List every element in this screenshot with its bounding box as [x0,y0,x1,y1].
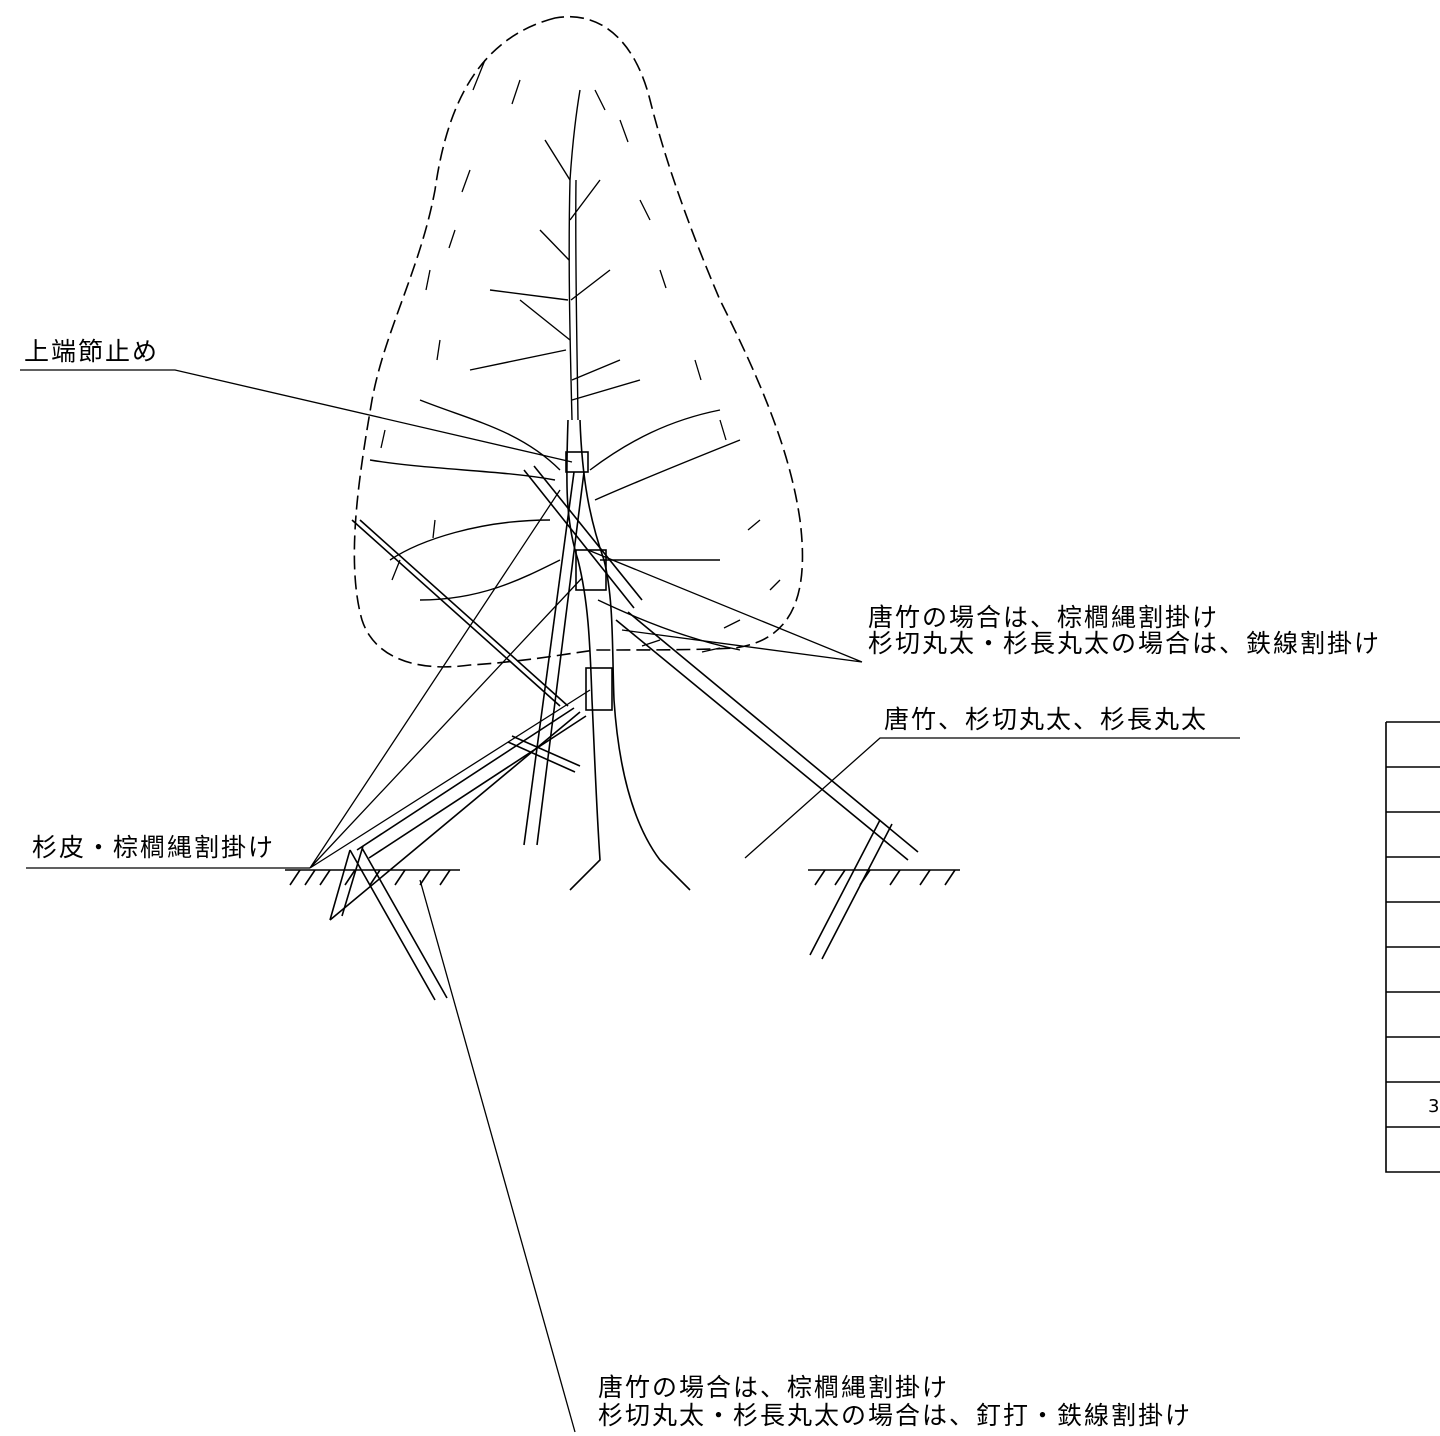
tree-trunk [566,419,691,891]
ground-right [808,869,960,886]
spec-table [1385,721,1440,1173]
binding-wraps [565,451,613,711]
label-sugi-bark: 杉皮・棕櫚縄割掛け [32,833,275,862]
support-pole-crossing [351,465,643,707]
label-top-knot: 上端節止め [24,337,159,366]
label-binding-line1: 唐竹の場合は、棕櫚縄割掛け [868,603,1219,632]
ground-left [285,869,460,886]
support-pole-right [615,611,919,861]
canopy-inner-strokes [380,59,781,653]
support-pole-left [329,707,587,921]
leader-lines [20,369,1240,1433]
label-bottom-line1: 唐竹の場合は、棕櫚縄割掛け [598,1373,949,1402]
label-binding-line2: 杉切丸太・杉長丸太の場合は、鉄線割掛け [868,629,1381,658]
tree-canopy [353,16,804,668]
support-pole-center [523,471,585,846]
tree-branches [369,89,741,651]
label-bottom-line2: 杉切丸太・杉長丸太の場合は、釘打・鉄線割掛け [598,1401,1192,1430]
ground-stakes [329,735,893,1001]
table-marker: 3 [1428,1096,1440,1117]
label-pole-material: 唐竹、杉切丸太、杉長丸太 [884,705,1208,734]
